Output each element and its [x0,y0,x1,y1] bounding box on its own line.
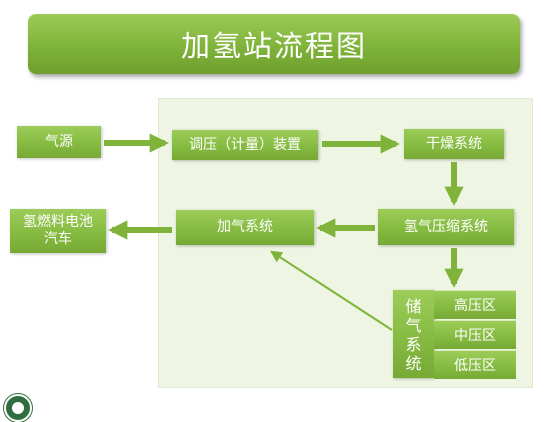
node-fcv: 氢燃料电池汽车 [10,209,106,253]
storage-label-char: 系 [405,335,422,354]
node-fcv-label: 氢燃料电池汽车 [23,214,93,247]
storage-label-char: 储 [405,297,422,316]
arrow-storage-to-filling [269,250,393,331]
storage-tier-low: 低压区 [434,350,516,379]
node-filling: 加气系统 [176,210,314,245]
storage-tier-mid: 中压区 [434,320,516,349]
logo-icon [4,394,32,422]
storage-tier-high: 高压区 [434,290,516,319]
node-storage: 储 气 系 统 [393,290,434,378]
page-title: 加氢站流程图 [28,14,520,74]
node-compression: 氢气压缩系统 [378,209,514,245]
storage-label-char: 统 [405,354,422,373]
node-source: 气源 [17,126,101,158]
storage-tiers: 高压区 中压区 低压区 [434,290,516,379]
storage-label: 储 气 系 统 [405,297,421,373]
node-regulator: 调压（计量）装置 [172,130,318,160]
node-drying: 干燥系统 [404,129,504,159]
storage-label-char: 气 [405,316,422,335]
